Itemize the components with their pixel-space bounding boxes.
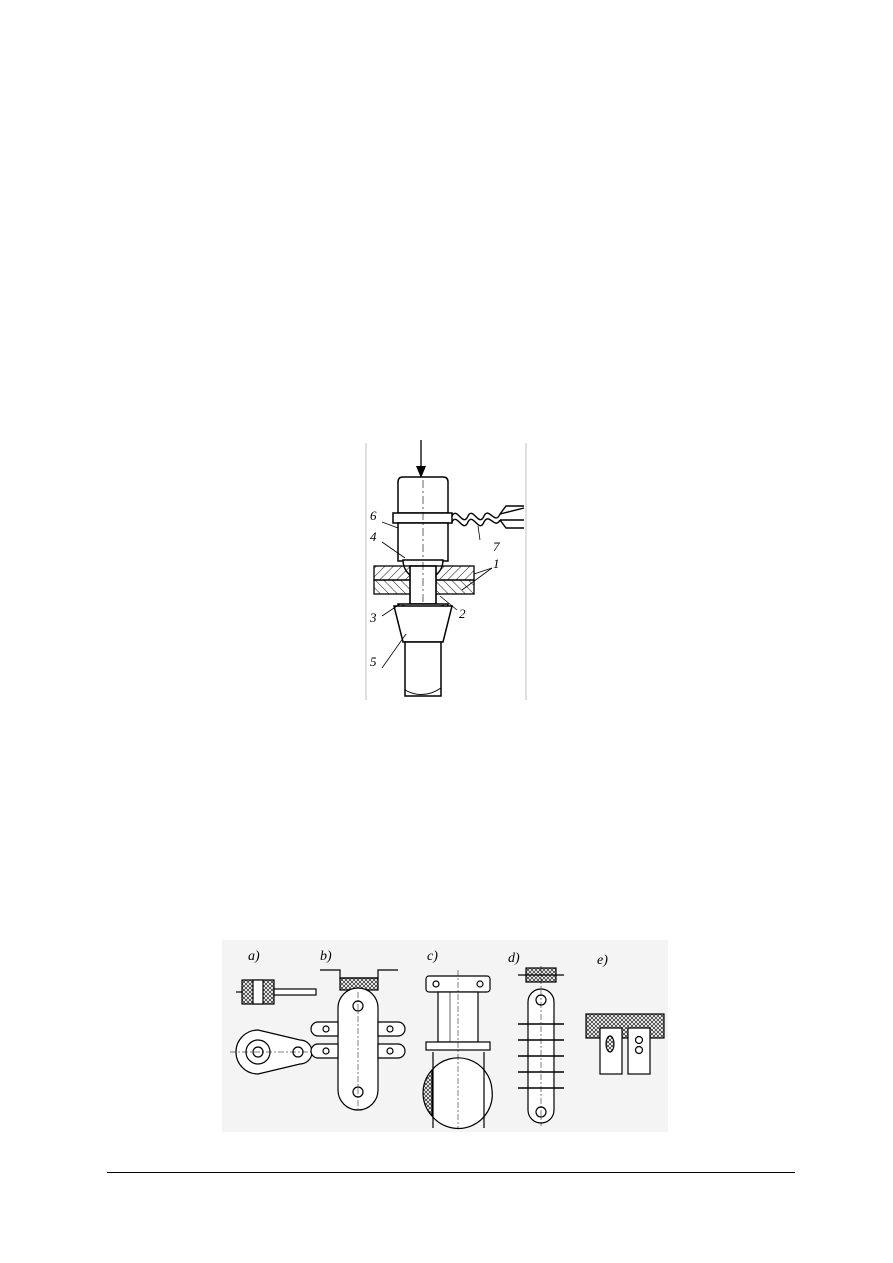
part-types-figure: a) b) c) d) e) [222, 940, 668, 1132]
label-6: 6 [370, 508, 377, 523]
upper-electrode [392, 476, 453, 562]
label-3: 3 [369, 610, 377, 625]
lower-electrode [393, 605, 453, 697]
label-5: 5 [370, 654, 377, 669]
label-2: 2 [459, 606, 466, 621]
panel-label-b: b) [320, 949, 332, 964]
label-1: 1 [493, 556, 500, 571]
label-4: 4 [370, 529, 377, 544]
panel-label-a: a) [248, 949, 260, 964]
footer-rule [107, 1172, 795, 1173]
rivet-welding-figure: 6 4 3 2 5 7 1 [365, 440, 527, 700]
panel-label-e: e) [597, 953, 608, 968]
force-arrow-icon [416, 440, 426, 478]
part-a [230, 979, 318, 1075]
induction-coil [451, 505, 525, 529]
panel-label-d: d) [508, 951, 520, 966]
part-e [585, 1013, 665, 1075]
part-b [310, 969, 406, 1112]
part-d [518, 966, 564, 1126]
panel-label-c: c) [427, 949, 438, 964]
part-c [422, 970, 493, 1129]
label-7: 7 [493, 539, 500, 554]
